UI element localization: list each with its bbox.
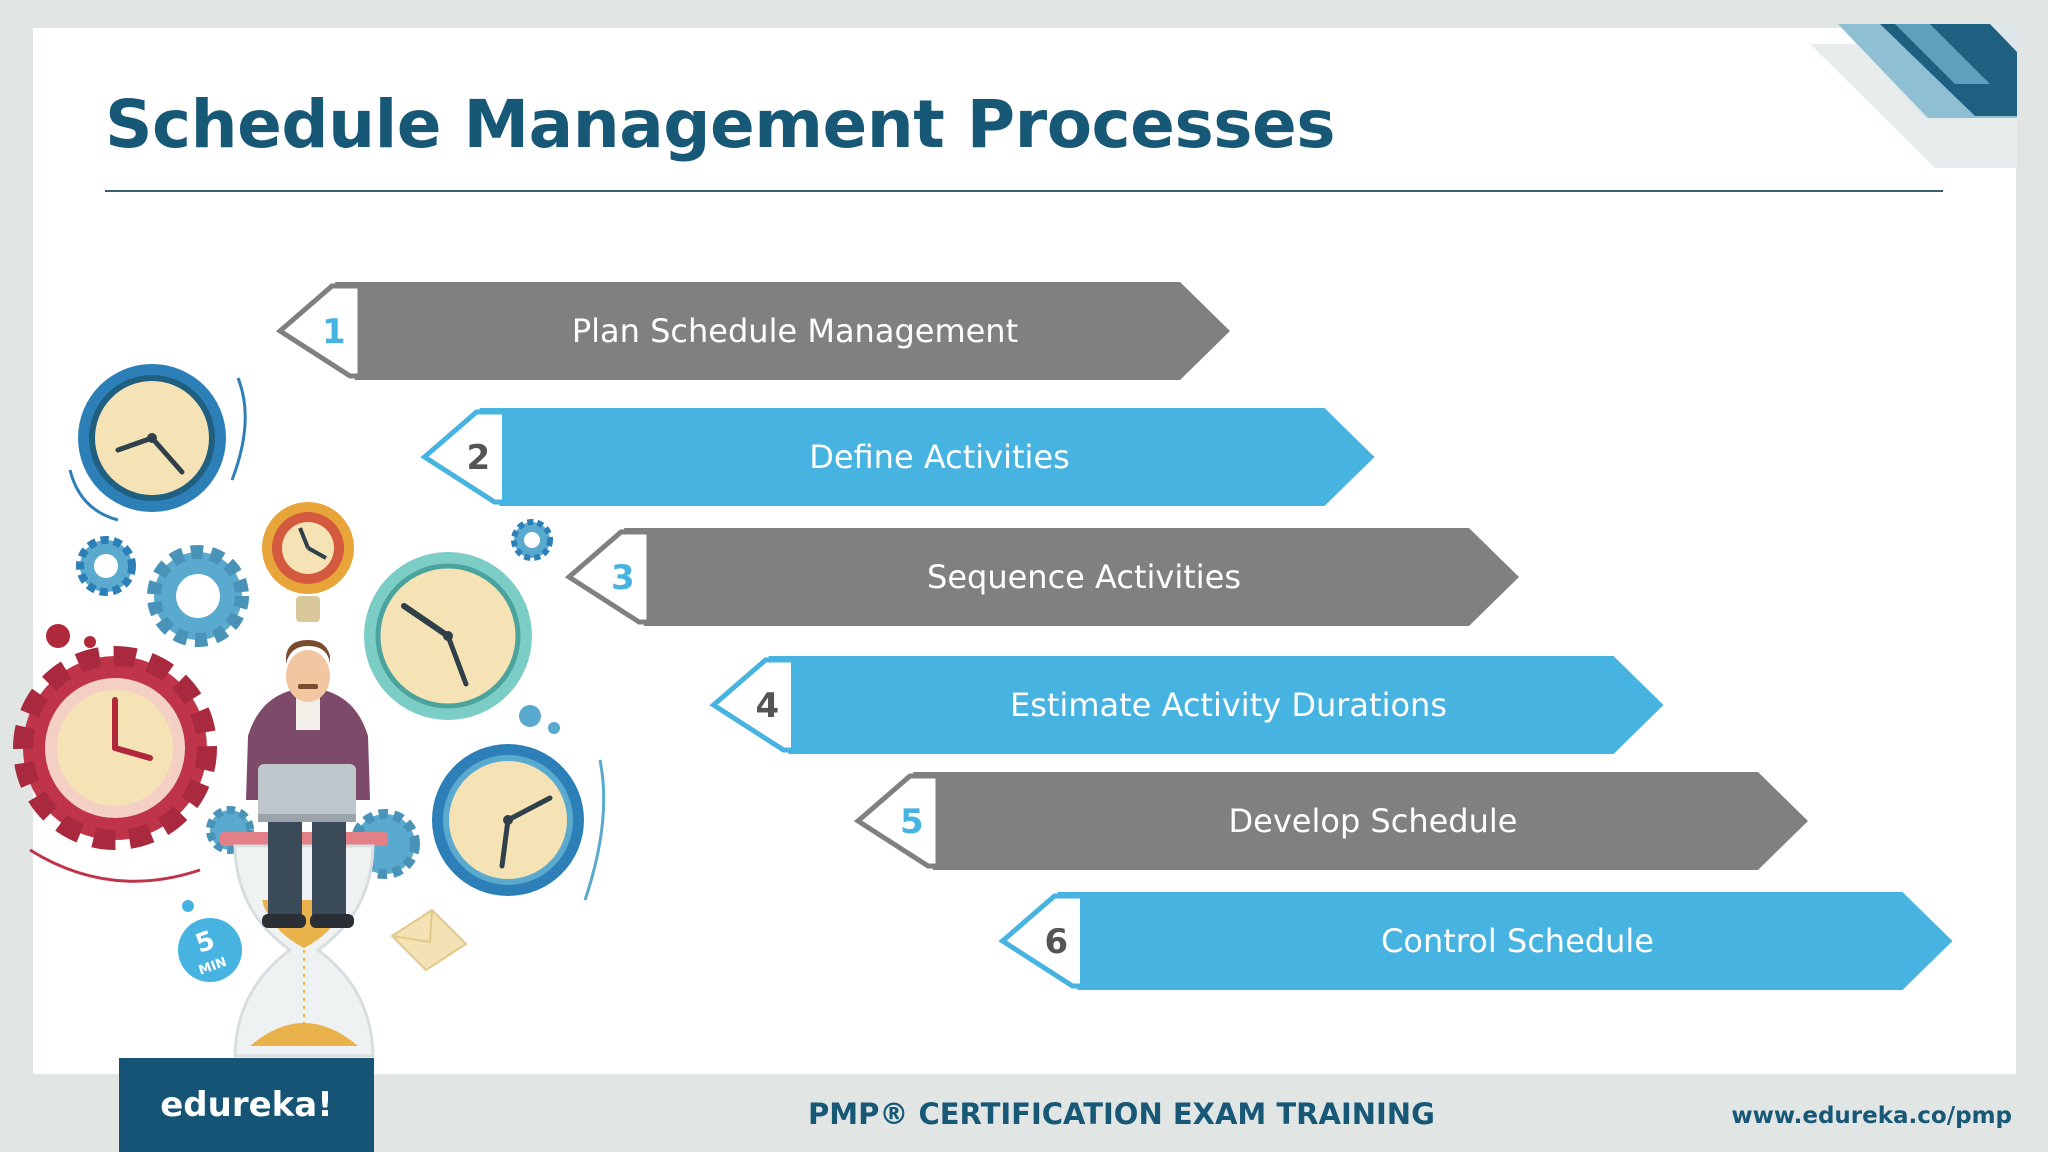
slide-title: Schedule Management Processes — [105, 86, 1336, 163]
step-label: Control Schedule — [1381, 922, 1654, 960]
step-number: 5 — [900, 802, 924, 842]
gear-icon — [147, 545, 249, 647]
step-label: Define Activities — [809, 438, 1070, 476]
man-with-laptop-figure — [246, 640, 370, 928]
step-arrow-bar — [768, 656, 1664, 754]
step-number-tab — [564, 529, 652, 625]
step-label: Develop Schedule — [1229, 802, 1518, 840]
five-minute-badge: 5 MIN — [178, 900, 242, 982]
clock-icon — [68, 364, 247, 522]
step-number-tab — [853, 773, 941, 869]
footer-url-link[interactable]: www.edureka.co/pmp — [1731, 1103, 2012, 1129]
step-number: 1 — [322, 312, 346, 352]
step-label: Sequence Activities — [927, 558, 1241, 596]
envelope-icon — [390, 908, 468, 972]
clock-icon — [364, 552, 532, 720]
step-number: 4 — [756, 686, 780, 726]
process-step: 4 Estimate Activity Durations — [709, 656, 1664, 754]
step-arrow-bar — [335, 282, 1230, 380]
step-arrow-bar — [1057, 892, 1953, 990]
gear-icon — [76, 536, 136, 596]
process-step: 2 Define Activities — [420, 408, 1375, 506]
step-number: 6 — [1045, 922, 1069, 962]
step-label: Plan Schedule Management — [572, 312, 1018, 350]
footer-course-title: PMP® CERTIFICATION EXAM TRAINING — [808, 1097, 1435, 1131]
gear-icon — [511, 519, 553, 561]
process-step: 6 Control Schedule — [998, 892, 1953, 990]
step-arrow-bar — [479, 408, 1375, 506]
step-arrow-bar — [913, 772, 1808, 870]
step-arrow-bar — [624, 528, 1519, 626]
step-number-tab — [275, 283, 363, 379]
clock-icon — [432, 705, 606, 901]
gear-clock-icon — [13, 624, 217, 883]
step-number-tab — [709, 657, 796, 753]
step-number-tab — [420, 409, 507, 505]
step-number: 3 — [611, 558, 635, 598]
alarm-clock-icon — [262, 502, 354, 622]
process-step: 1 Plan Schedule Management — [275, 282, 1230, 380]
step-number: 2 — [467, 438, 491, 478]
process-step: 5 Develop Schedule — [853, 772, 1808, 870]
step-label: Estimate Activity Durations — [1010, 686, 1447, 724]
step-number-tab — [998, 893, 1085, 989]
title-divider — [105, 190, 1943, 192]
edureka-logo[interactable]: edureka! — [119, 1058, 374, 1152]
process-step: 3 Sequence Activities — [564, 528, 1519, 626]
